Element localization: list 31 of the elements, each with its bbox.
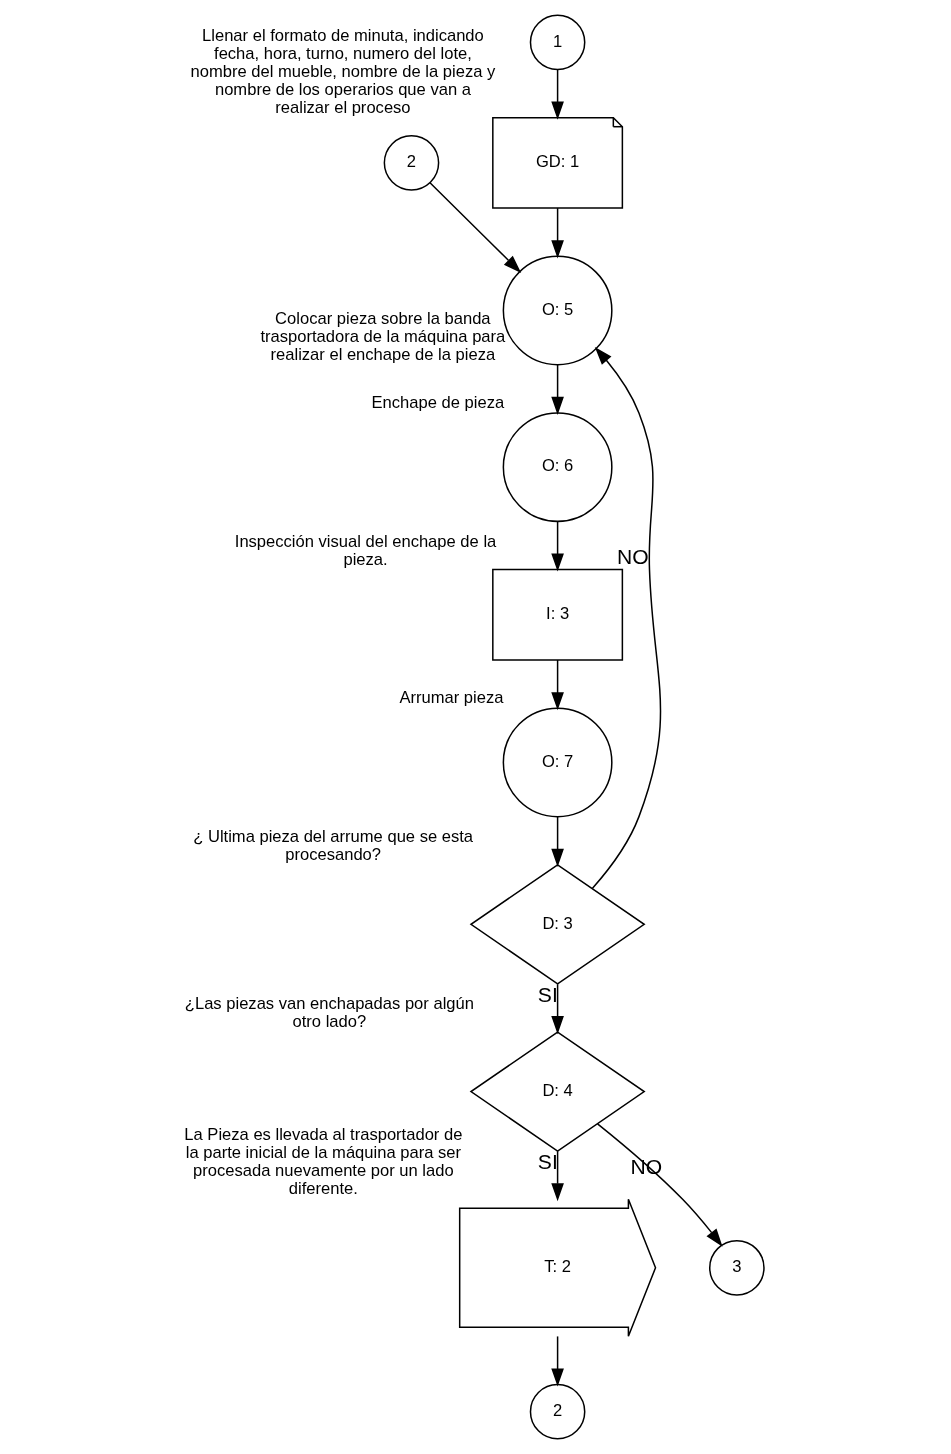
arrow: [551, 983, 564, 1035]
arrow: [551, 1335, 564, 1387]
edge-label: SI: [537, 982, 558, 1006]
node-diamond: D: 4: [469, 1031, 646, 1152]
node-label: ¿ Ultima pieza del arrume que se esta procesando?: [193, 826, 474, 865]
node-label: Arrumar pieza: [399, 688, 504, 708]
edge-label: SI: [537, 1150, 558, 1174]
node-diamond: D: 3: [469, 863, 646, 985]
node-label: ¿Las piezas van enchapadas por algún otro lado?: [184, 994, 474, 1032]
arrow: [429, 181, 522, 273]
node-circle: O: 6: [502, 412, 613, 523]
node-label: Llenar el formato de minuta, indicando fecha, hora, turno, numero del lote, nombre del mueble, nombre de la pieza y nombre de los operarios que van a realizar el proceso: [190, 25, 496, 117]
arrow: [551, 364, 564, 415]
arrow: [596, 1123, 723, 1247]
node-label: La Pieza es llevada al trasportador de la parte inicial de la máquina para ser procesada nuevamente por un lado diferente.: [184, 1125, 463, 1199]
node-circle: 2: [529, 1383, 586, 1440]
arrow: [551, 1150, 564, 1202]
arrow: [591, 346, 662, 889]
node-label: Enchape de pieza: [371, 393, 505, 413]
node-circle: 2: [383, 135, 440, 191]
node-circle: 3: [709, 1239, 765, 1296]
arrow: [551, 69, 564, 120]
node-box: I: 3: [492, 568, 624, 661]
node-circle: 1: [529, 14, 586, 71]
edge-label: NO: [617, 544, 649, 568]
arrow: [551, 659, 564, 711]
node-label: Inspección visual del enchape de la pieza.: [234, 531, 497, 569]
node-circle: O: 7: [502, 707, 613, 818]
arrow: [551, 207, 564, 259]
arrow: [551, 816, 564, 867]
arrow: [551, 520, 564, 572]
